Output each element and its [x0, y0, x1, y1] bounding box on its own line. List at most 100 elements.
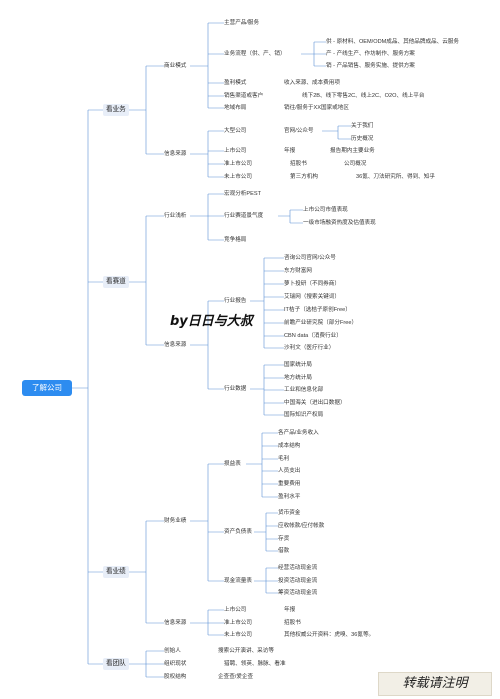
node-org-status-value[interactable]: 猎聘、领英、脉脉、看准: [224, 661, 286, 667]
node-big-company[interactable]: 大型公司: [224, 128, 247, 134]
cf-item-1[interactable]: 经营活动现金流: [278, 565, 318, 571]
node-income-statement[interactable]: 损益表: [224, 461, 241, 467]
report-source-6[interactable]: 前瞻产业研究院（部分Free）: [284, 320, 358, 326]
connector: [190, 22, 224, 109]
node-cash-flow[interactable]: 现金流量表: [224, 578, 252, 584]
node-perf-info[interactable]: 信息来源: [164, 620, 187, 626]
node-listed-company[interactable]: 上市公司: [224, 148, 247, 154]
data-source-4[interactable]: 中国海关（进出口数据）: [284, 400, 346, 406]
node-pre-listed[interactable]: 准上市公司: [224, 161, 252, 167]
node-company-overview[interactable]: 公司概况: [344, 161, 367, 167]
connector: [250, 257, 284, 349]
branch-business[interactable]: 看业务: [103, 104, 129, 116]
report-source-1[interactable]: 咨询公司官网/公众号: [284, 255, 336, 261]
node-produce[interactable]: 产 - 产线生产、作坊制作、服务方案: [326, 51, 415, 57]
connector: [128, 650, 164, 678]
node-third-party-sources[interactable]: 36氪、刀法研究所、得到、知乎: [356, 174, 435, 180]
node-org-status[interactable]: 组织现状: [164, 661, 187, 667]
connector: [190, 609, 224, 636]
report-source-3[interactable]: 萝卜投研（不同券商）: [284, 281, 340, 287]
report-source-5[interactable]: IT桔子（选桔子原创Free）: [284, 307, 351, 313]
node-unlisted[interactable]: 未上市公司: [224, 174, 252, 180]
node-boom-financing[interactable]: 一级市场融资热度及估值表现: [303, 220, 376, 226]
node-big-company-site[interactable]: 官网/公众号: [284, 128, 314, 134]
connector: [254, 512, 278, 552]
node-boom-market-cap[interactable]: 上市公司市值表现: [303, 207, 348, 213]
node-region-value[interactable]: 销往/服务于XX国家或地区: [284, 105, 349, 111]
node-pest[interactable]: 宏观分析PEST: [224, 191, 261, 197]
node-sales-channel-value[interactable]: 线下2B、线下零售2C、线上2C、O2O、线上平台: [302, 93, 425, 99]
connector: [190, 130, 224, 178]
node-main-product[interactable]: 主营产品/服务: [224, 20, 260, 26]
pl-item-3[interactable]: 毛利: [278, 456, 290, 462]
pl-item-2[interactable]: 成本结构: [278, 443, 301, 449]
node-industry-reports[interactable]: 行业报告: [224, 298, 247, 304]
node-business-process[interactable]: 业务流程（供、产、销）: [224, 51, 286, 57]
bs-item-1[interactable]: 货币资金: [278, 510, 301, 516]
node-balance-sheet[interactable]: 资产负债表: [224, 529, 252, 535]
pl-item-4[interactable]: 人员支出: [278, 468, 301, 474]
node-perf-unlisted-value[interactable]: 其他权威公开资料：虎嗅、36氪等。: [284, 632, 375, 638]
branch-team[interactable]: 看团队: [103, 658, 129, 670]
repost-stamp: 转载请注明: [378, 672, 492, 696]
branch-track[interactable]: 看赛道: [103, 276, 129, 288]
data-source-1[interactable]: 国家统计局: [284, 362, 312, 368]
node-business-info[interactable]: 信息来源: [164, 151, 187, 157]
node-perf-unlisted[interactable]: 未上市公司: [224, 632, 252, 638]
bs-item-4[interactable]: 借款: [278, 548, 290, 554]
node-competition[interactable]: 竞争格局: [224, 237, 247, 243]
node-financials[interactable]: 财务业绩: [164, 518, 187, 524]
node-industry-boom[interactable]: 行业赛道景气度: [224, 213, 264, 219]
node-about-us[interactable]: 关于我们: [351, 123, 374, 129]
data-source-2[interactable]: 地方统计局: [284, 375, 312, 381]
branch-performance[interactable]: 看业绩: [103, 566, 129, 578]
data-source-5[interactable]: 国际知识产权局: [284, 412, 324, 418]
node-industry-data[interactable]: 行业数据: [224, 386, 247, 392]
node-profit-value[interactable]: 收入来源、成本费用项: [284, 80, 340, 86]
report-source-2[interactable]: 东方财富网: [284, 268, 312, 274]
cf-item-3[interactable]: 筹资活动现金流: [278, 590, 318, 596]
connector: [254, 567, 278, 594]
node-equity[interactable]: 股权结构: [164, 674, 187, 680]
connector: [190, 463, 224, 582]
node-sell[interactable]: 销 - 产品销售、服务实施、提供方案: [326, 63, 415, 69]
node-history[interactable]: 历史概况: [351, 136, 374, 142]
node-industry-analysis[interactable]: 行业浅析: [164, 213, 187, 219]
node-perf-pre-value[interactable]: 招股书: [284, 620, 301, 626]
node-business-model[interactable]: 商业模式: [164, 63, 187, 69]
connector: [322, 125, 351, 140]
node-report-business[interactable]: 报告期内主要业务: [330, 148, 375, 154]
report-source-8[interactable]: 沙利文（医疗行业）: [284, 345, 335, 351]
node-equity-value[interactable]: 企查查/爱企查: [218, 674, 254, 680]
connector: [128, 215, 164, 346]
connector: [278, 209, 303, 224]
node-track-info[interactable]: 信息来源: [164, 342, 187, 348]
connector: [301, 41, 326, 67]
report-source-4[interactable]: 艾瑞网（搜索关键词）: [284, 294, 340, 300]
node-third-party[interactable]: 第三方机构: [290, 174, 318, 180]
pl-item-5[interactable]: 重要费用: [278, 481, 301, 487]
node-region[interactable]: 地域布局: [224, 105, 247, 111]
pl-item-1[interactable]: 各产品/业务收入: [278, 430, 319, 436]
node-perf-pre[interactable]: 准上市公司: [224, 620, 252, 626]
node-sales-channel[interactable]: 销售渠道或客户: [224, 93, 264, 99]
node-prospectus[interactable]: 招股书: [290, 161, 307, 167]
connector: [190, 193, 224, 241]
pl-item-6[interactable]: 盈利水平: [278, 494, 301, 500]
node-perf-listed-value[interactable]: 年报: [284, 607, 296, 613]
cf-item-2[interactable]: 投资活动现金流: [278, 578, 318, 584]
root-node[interactable]: 了解公司: [22, 380, 72, 396]
bs-item-3[interactable]: 存货: [278, 536, 290, 542]
bs-item-2[interactable]: 应收帐款/应付帐款: [278, 523, 325, 529]
node-founder[interactable]: 创始人: [164, 648, 181, 654]
node-founder-value[interactable]: 搜索公开演讲、采访等: [218, 648, 274, 654]
watermark-text: by日日与大叔: [170, 314, 253, 329]
data-source-3[interactable]: 工业和信息化部: [284, 387, 324, 393]
report-source-7[interactable]: CBN data（消费行业）: [284, 333, 342, 339]
node-supply[interactable]: 供 - 原材料、OEM/ODM成品、其他品牌成品、云服务: [326, 39, 460, 45]
node-profit-model[interactable]: 盈利模式: [224, 80, 247, 86]
connector: [128, 520, 164, 624]
node-annual-report[interactable]: 年报: [284, 148, 296, 154]
node-perf-listed[interactable]: 上市公司: [224, 607, 247, 613]
